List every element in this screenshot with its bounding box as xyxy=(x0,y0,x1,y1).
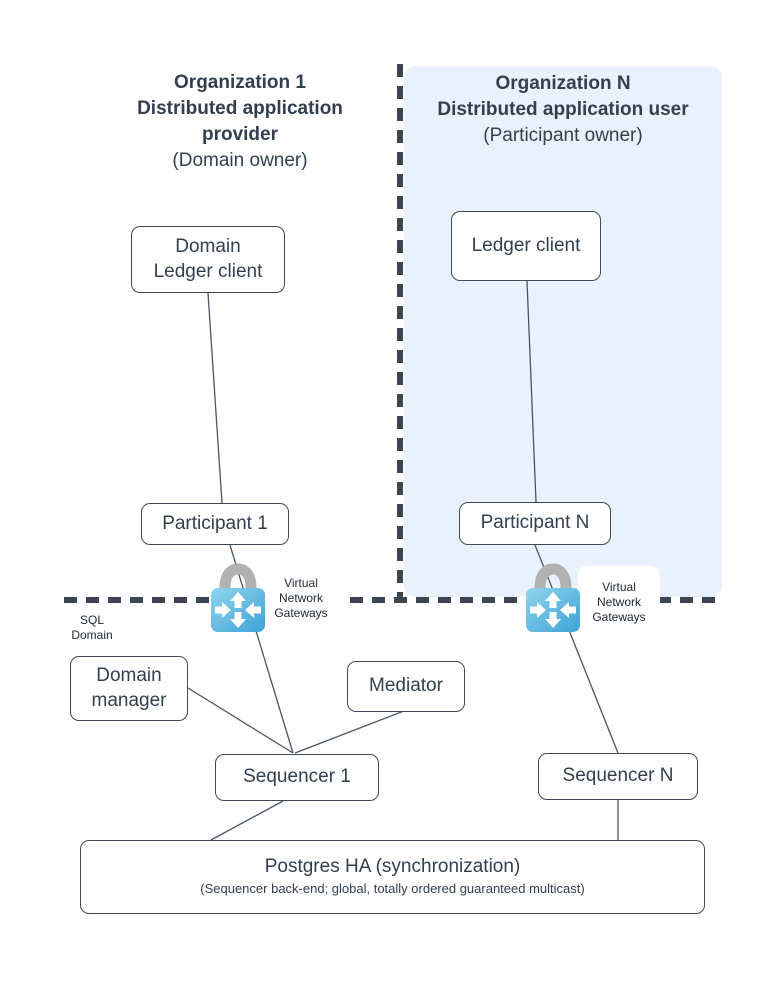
org1-title: Organization 1 Distributed application p… xyxy=(137,72,343,145)
gateway-arrows-icon xyxy=(530,592,576,628)
sql-domain-boundary-dashed-line xyxy=(64,597,716,603)
node-label: Domain manager xyxy=(91,665,167,711)
node-participant-1: Participant 1 xyxy=(141,503,289,545)
node-label: Participant N xyxy=(480,512,590,534)
connector-mediator-to-sequencer1 xyxy=(294,710,405,754)
node-sequencer-n: Sequencer N xyxy=(538,753,698,800)
node-sequencer-1: Sequencer 1 xyxy=(215,754,379,801)
postgres-subtitle: (Sequencer back-end; global, totally ord… xyxy=(200,881,585,897)
node-label: Ledger client xyxy=(471,234,581,256)
vng-right-label: Virtual Network Gateways xyxy=(592,579,646,624)
node-label: Mediator xyxy=(369,675,443,697)
org-boundary-dashed-line xyxy=(397,64,403,601)
org-n-title: Organization N Distributed application u… xyxy=(437,73,689,120)
vng-left-label: Virtual Network Gateways xyxy=(274,575,328,620)
node-mediator: Mediator xyxy=(347,661,465,712)
lock-shackle-icon xyxy=(219,563,257,601)
connector-ledger-to-participantN xyxy=(526,280,537,503)
postgres-title: Postgres HA (synchronization) xyxy=(264,856,521,878)
org-n-heading: Organization N Distributed application u… xyxy=(415,71,711,149)
connector-domain-manager-to-sequencer1 xyxy=(187,687,294,754)
node-label: Sequencer N xyxy=(562,765,674,787)
org-n-subtitle: (Participant owner) xyxy=(483,125,643,146)
node-label: Domain Ledger client xyxy=(153,236,263,282)
node-label: Participant 1 xyxy=(162,512,268,534)
gateway-body xyxy=(526,588,580,632)
vng-label-card-right: Virtual Network Gateways xyxy=(578,566,660,638)
org1-heading: Organization 1 Distributed application p… xyxy=(115,70,365,174)
vng-label-card-left: Virtual Network Gateways xyxy=(256,570,346,626)
org1-subtitle: (Domain owner) xyxy=(172,150,308,171)
connector-sequencer1-to-postgres xyxy=(210,800,284,841)
node-ledger-client: Ledger client xyxy=(451,211,601,281)
node-domain-ledger-client: Domain Ledger client xyxy=(131,226,285,293)
connector-domain-ledger-to-participant1 xyxy=(207,292,223,504)
node-domain-manager: Domain manager xyxy=(70,656,188,721)
vpn-gateway-lock-icon xyxy=(211,563,265,632)
node-label: Sequencer 1 xyxy=(243,766,351,788)
connector-participantN-to-sequencerN xyxy=(534,544,619,754)
gateway-arrows-icon xyxy=(215,592,261,628)
lock-shackle-icon xyxy=(534,563,572,601)
sql-domain-label: SQL Domain xyxy=(71,613,113,642)
node-participant-n: Participant N xyxy=(459,502,611,545)
node-postgres-ha: Postgres HA (synchronization) (Sequencer… xyxy=(80,840,705,914)
vpn-gateway-lock-icon xyxy=(526,563,580,632)
gateway-body xyxy=(211,588,265,632)
connector-participant1-to-sequencer1 xyxy=(229,544,294,754)
